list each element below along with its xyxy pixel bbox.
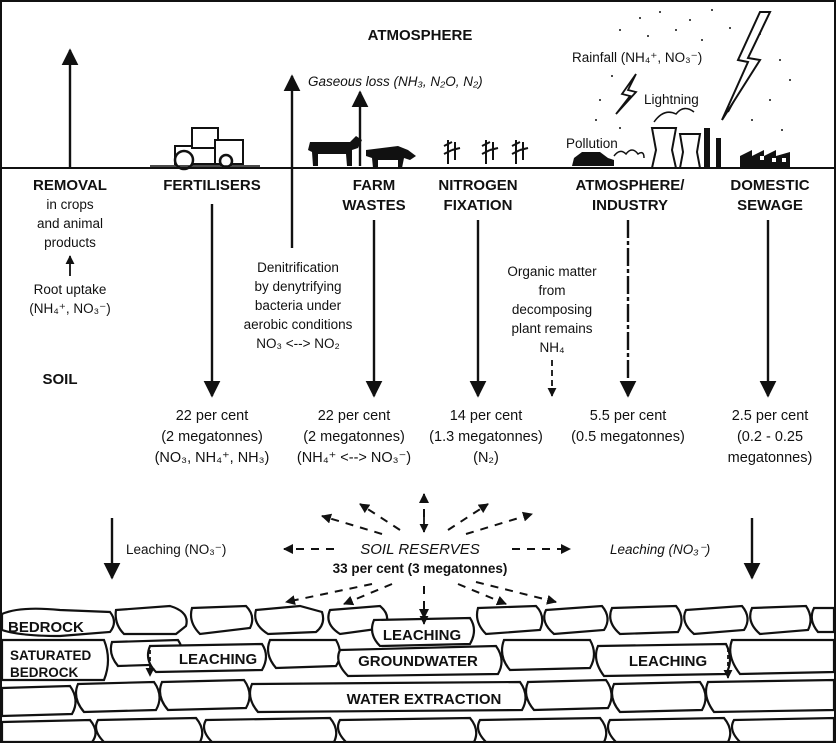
removal-line-3: and animal <box>37 216 103 231</box>
denit-line-5: NO₃ <--> NO₂ <box>256 336 340 351</box>
root-uptake-label: Root uptake <box>34 282 107 297</box>
farm-compounds: (NH₄⁺ <--> NO₃⁻) <box>297 450 411 466</box>
sewage-mt: (0.2 - 0.25 <box>737 429 803 445</box>
lightning-label: Lightning <box>644 92 699 107</box>
denitrification-block: Denitrification by denytrifying bacteria… <box>244 260 353 351</box>
bedrock-label: BEDROCK <box>8 619 84 636</box>
farm-wastes-contribution: 22 per cent (2 megatonnes) (NH₄⁺ <--> NO… <box>297 408 411 466</box>
soil-reserves-label: SOIL RESERVES <box>360 541 480 558</box>
leaching-right-label: Leaching (NO₃⁻) <box>610 542 710 557</box>
leaching-top-label: LEACHING <box>383 627 461 644</box>
fert-pct: 22 per cent <box>176 408 249 424</box>
nitrogen-fixation-contribution: 14 per cent (1.3 megatonnes) (N₂) <box>429 408 543 466</box>
factory-icon <box>740 150 790 168</box>
fertilisers-heading: FERTILISERS <box>163 177 261 194</box>
nfix-mt: (1.3 megatonnes) <box>429 429 543 445</box>
atmosphere-industry-contribution: 5.5 per cent (0.5 megatonnes) <box>571 408 685 445</box>
rainfall-label: Rainfall (NH₄⁺, NO₃⁻) <box>572 50 702 65</box>
denit-line-3: bacteria under <box>255 298 342 313</box>
soil-reserves-amount: 33 per cent (3 megatonnes) <box>333 561 508 576</box>
plant-icons <box>443 140 529 164</box>
organic-line-2: from <box>539 283 566 298</box>
ind-mt: (0.5 megatonnes) <box>571 429 685 445</box>
nfix-pct: 14 per cent <box>450 408 523 424</box>
saturated-bedrock-label: SATURATED <box>10 648 91 663</box>
domestic-sewage-contribution: 2.5 per cent (0.2 - 0.25 megatonnes) <box>728 408 813 466</box>
leaching-left-label: Leaching (NO₃⁻) <box>126 542 226 557</box>
bedrock-stones <box>0 604 836 743</box>
organic-line-1: Organic matter <box>507 264 597 279</box>
atmosphere-title: ATMOSPHERE <box>368 27 473 44</box>
saturated-bedrock-label-2: BEDROCK <box>10 665 79 680</box>
leaching-right-bedrock-label: LEACHING <box>629 653 707 670</box>
fert-mt: (2 megatonnes) <box>161 429 263 445</box>
removal-heading: REMOVAL <box>33 177 107 194</box>
tractor-icon <box>150 127 260 171</box>
cow-icon-2 <box>366 146 416 168</box>
ind-pct: 5.5 per cent <box>590 408 667 424</box>
fertilisers-contribution: 22 per cent (2 megatonnes) (NO₃, NH₄⁺, N… <box>155 408 270 466</box>
denit-line-2: by denytrifying <box>254 279 341 294</box>
root-uptake-formula: (NH₄⁺, NO₃⁻) <box>29 301 111 316</box>
lightning-bolt-large-icon <box>721 11 772 121</box>
farm-mt: (2 megatonnes) <box>303 429 405 445</box>
denit-line-4: aerobic conditions <box>244 317 353 332</box>
gaseous-loss-label: Gaseous loss (NH₃, N₂O, N₂) <box>308 74 483 89</box>
organic-line-5: NH₄ <box>539 340 564 355</box>
farm-pct: 22 per cent <box>318 408 391 424</box>
car-pollution-icon <box>572 149 645 166</box>
fert-compounds: (NO₃, NH₄⁺, NH₃) <box>155 450 270 466</box>
domestic-sewage-heading: DOMESTIC <box>730 177 809 194</box>
lightning-bolt-small-icon <box>615 73 638 115</box>
atmosphere-industry-heading-2: INDUSTRY <box>592 197 668 214</box>
farm-wastes-heading: FARM <box>353 177 396 194</box>
leaching-left-bedrock-label: LEACHING <box>179 651 257 668</box>
nfix-compounds: (N₂) <box>473 450 499 466</box>
power-station-icon <box>650 107 721 169</box>
water-extraction-label: WATER EXTRACTION <box>347 691 502 708</box>
nitrogen-fixation-heading: NITROGEN <box>438 177 517 194</box>
sewage-pct: 2.5 per cent <box>732 408 809 424</box>
cow-icon <box>308 136 362 166</box>
removal-line-2: in crops <box>46 197 94 212</box>
groundwater-label: GROUNDWATER <box>358 653 478 670</box>
pollution-label: Pollution <box>566 136 618 151</box>
domestic-sewage-heading-2: SEWAGE <box>737 197 803 214</box>
removal-block: REMOVAL in crops and animal products <box>33 177 107 250</box>
sewage-mt-2: megatonnes) <box>728 450 813 466</box>
denit-line-1: Denitrification <box>257 260 339 275</box>
nitrogen-fixation-heading-2: FIXATION <box>444 197 513 214</box>
organic-matter-block: Organic matter from decomposing plant re… <box>507 264 597 355</box>
soil-label: SOIL <box>42 371 77 388</box>
organic-line-3: decomposing <box>512 302 592 317</box>
organic-line-4: plant remains <box>511 321 592 336</box>
farm-wastes-heading-2: WASTES <box>342 197 405 214</box>
removal-line-4: products <box>44 235 96 250</box>
reserves-radial-arrows <box>283 493 571 619</box>
atmosphere-industry-heading: ATMOSPHERE/ <box>576 177 686 194</box>
